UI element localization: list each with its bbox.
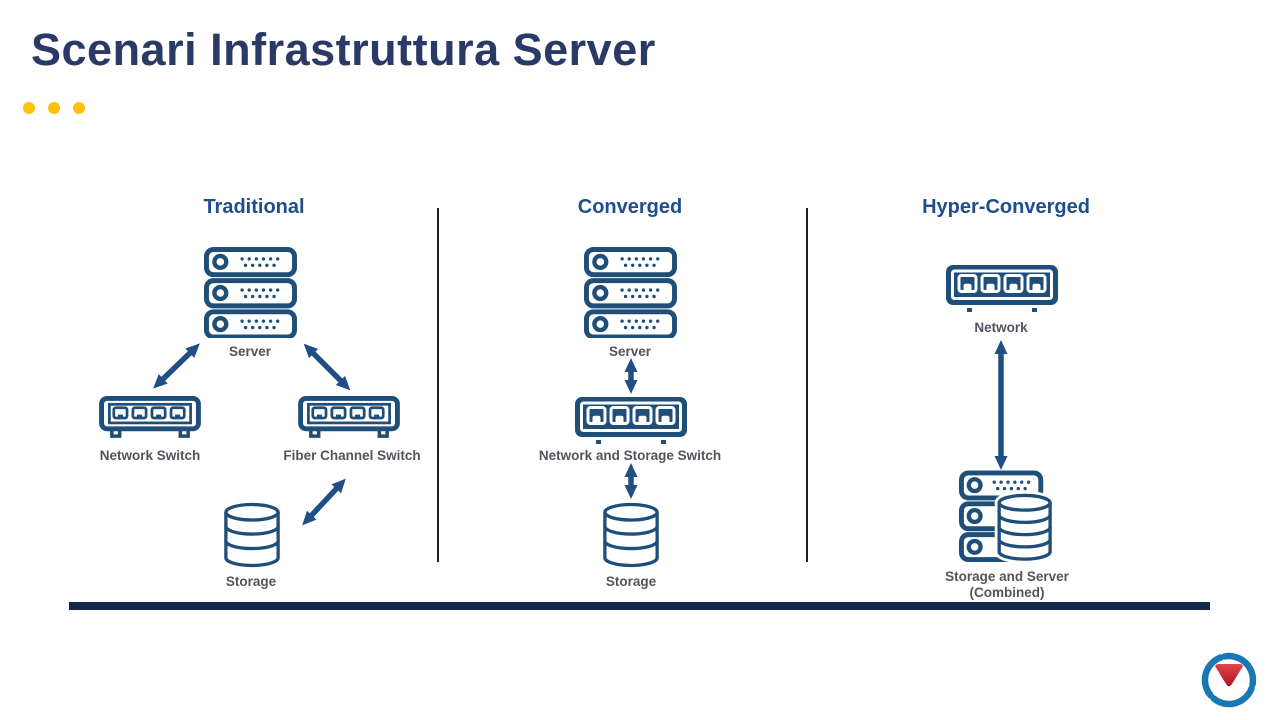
arrow-network-combined-icon — [994, 340, 1008, 470]
column-header-converged: Converged — [577, 196, 683, 218]
column-header-traditional: Traditional — [203, 196, 305, 218]
server-icon — [584, 247, 677, 338]
network-storage-switch-icon — [574, 396, 688, 444]
storage-server-combined-icon — [959, 470, 1055, 563]
node-label-network: Network — [974, 320, 1028, 335]
accent-dot — [73, 102, 85, 114]
title-accent-dots — [23, 102, 85, 114]
node-label-combined-line2: (Combined) — [969, 585, 1045, 600]
network-switch-icon — [944, 264, 1060, 312]
accent-dot — [23, 102, 35, 114]
network-switch-icon — [99, 396, 201, 438]
arrow-server-switch-icon — [624, 358, 638, 394]
network-storage-switch-icon — [575, 397, 687, 444]
node-label-storage: Storage — [605, 574, 657, 589]
page-title: Scenari Infrastruttura Server — [31, 24, 656, 75]
storage-icon — [603, 502, 659, 568]
arrow-fiber-switch-storage-icon — [302, 478, 346, 526]
arrow-server-fiber-switch-icon — [303, 343, 351, 391]
arrow-switch-storage-icon — [624, 463, 638, 499]
column-header-hyper-converged: Hyper-Converged — [922, 196, 1090, 218]
storage-icon — [224, 502, 280, 568]
storage-server-combined-icon — [959, 470, 1055, 563]
node-label-fiber-channel-switch: Fiber Channel Switch — [283, 448, 421, 463]
node-label-storage: Storage — [225, 574, 277, 589]
company-logo-icon — [1201, 652, 1257, 708]
network-switch-icon — [946, 265, 1058, 312]
column-divider — [437, 208, 439, 562]
node-label-combined-line1: Storage and Server — [945, 569, 1069, 584]
server-icon — [584, 247, 677, 338]
node-label-server: Server — [228, 344, 272, 359]
node-label-network-switch: Network Switch — [99, 448, 201, 463]
storage-icon — [222, 502, 282, 569]
fiber-channel-switch-icon — [298, 396, 400, 438]
storage-icon — [601, 502, 661, 569]
server-icon — [204, 247, 297, 338]
fiber-channel-switch-icon — [298, 396, 400, 441]
network-switch-icon — [99, 396, 201, 441]
arrow-server-network-switch-icon — [153, 343, 200, 389]
node-label-network-storage-switch: Network and Storage Switch — [538, 448, 722, 463]
server-icon — [204, 247, 297, 338]
accent-dot — [48, 102, 60, 114]
company-logo — [1196, 647, 1262, 711]
column-divider — [806, 208, 808, 562]
bottom-rule — [69, 602, 1210, 610]
node-label-server: Server — [608, 344, 652, 359]
